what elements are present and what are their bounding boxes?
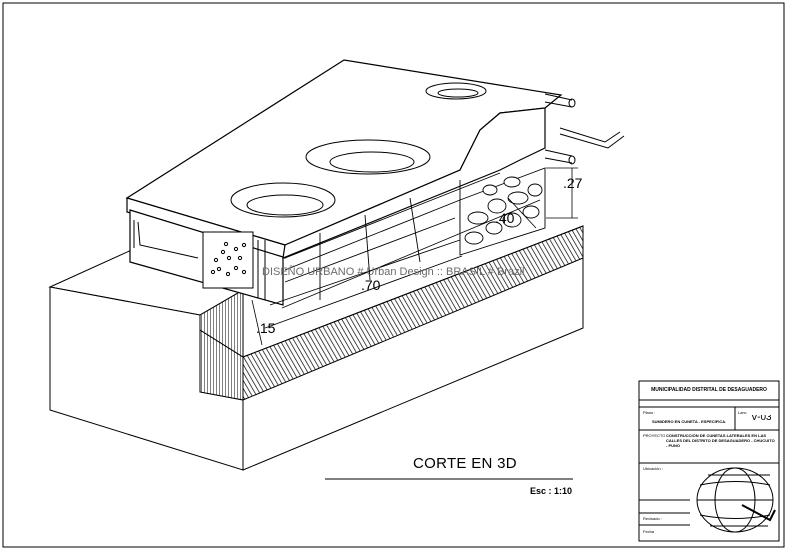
title-block-plano-label: Plano : bbox=[643, 410, 656, 415]
title-block-sheet-number: V-03 bbox=[751, 415, 772, 420]
dimension-width-label: .70 bbox=[361, 277, 381, 293]
stone-fill bbox=[459, 167, 546, 256]
title-block-plano-value: SUMIDERO EN CUNETA - ESPECIFICA. bbox=[652, 419, 727, 424]
title-block-proyecto-label: PROYECTO bbox=[643, 433, 666, 438]
globe-logo-icon bbox=[696, 467, 776, 533]
title-block-fecha-label: Fecha bbox=[643, 529, 655, 534]
title-block-proyecto-value: CONSTRUCCIÓN DE CUNETAS LATERALES EN LAS… bbox=[666, 433, 775, 448]
dimension-curb-label: .15 bbox=[256, 320, 276, 336]
title-block-lamina-label: Lam: bbox=[738, 410, 747, 415]
dimension-lines bbox=[251, 167, 578, 346]
gutter-lines bbox=[264, 172, 501, 329]
title-block-ubicacion-label: Ubicación : bbox=[643, 466, 663, 471]
slab-holes bbox=[230, 82, 487, 218]
title-block-organization: MUNICIPALIDAD DISTRITAL DE DESAGUADERO bbox=[651, 387, 767, 393]
pipes bbox=[544, 93, 625, 165]
title-block-frame bbox=[638, 380, 780, 542]
dimension-height-label: .27 bbox=[563, 175, 583, 191]
dimension-depth-label: .40 bbox=[495, 210, 515, 226]
drawing-title: CORTE EN 3D bbox=[413, 455, 517, 472]
title-block-revisado-label: Revisado : bbox=[643, 516, 662, 521]
drawing-scale: Esc : 1:10 bbox=[530, 486, 573, 496]
watermark-text: DISEÑO URBANO # Urban Design :: BRASIL #… bbox=[262, 266, 525, 278]
grate-panel bbox=[133, 220, 266, 300]
